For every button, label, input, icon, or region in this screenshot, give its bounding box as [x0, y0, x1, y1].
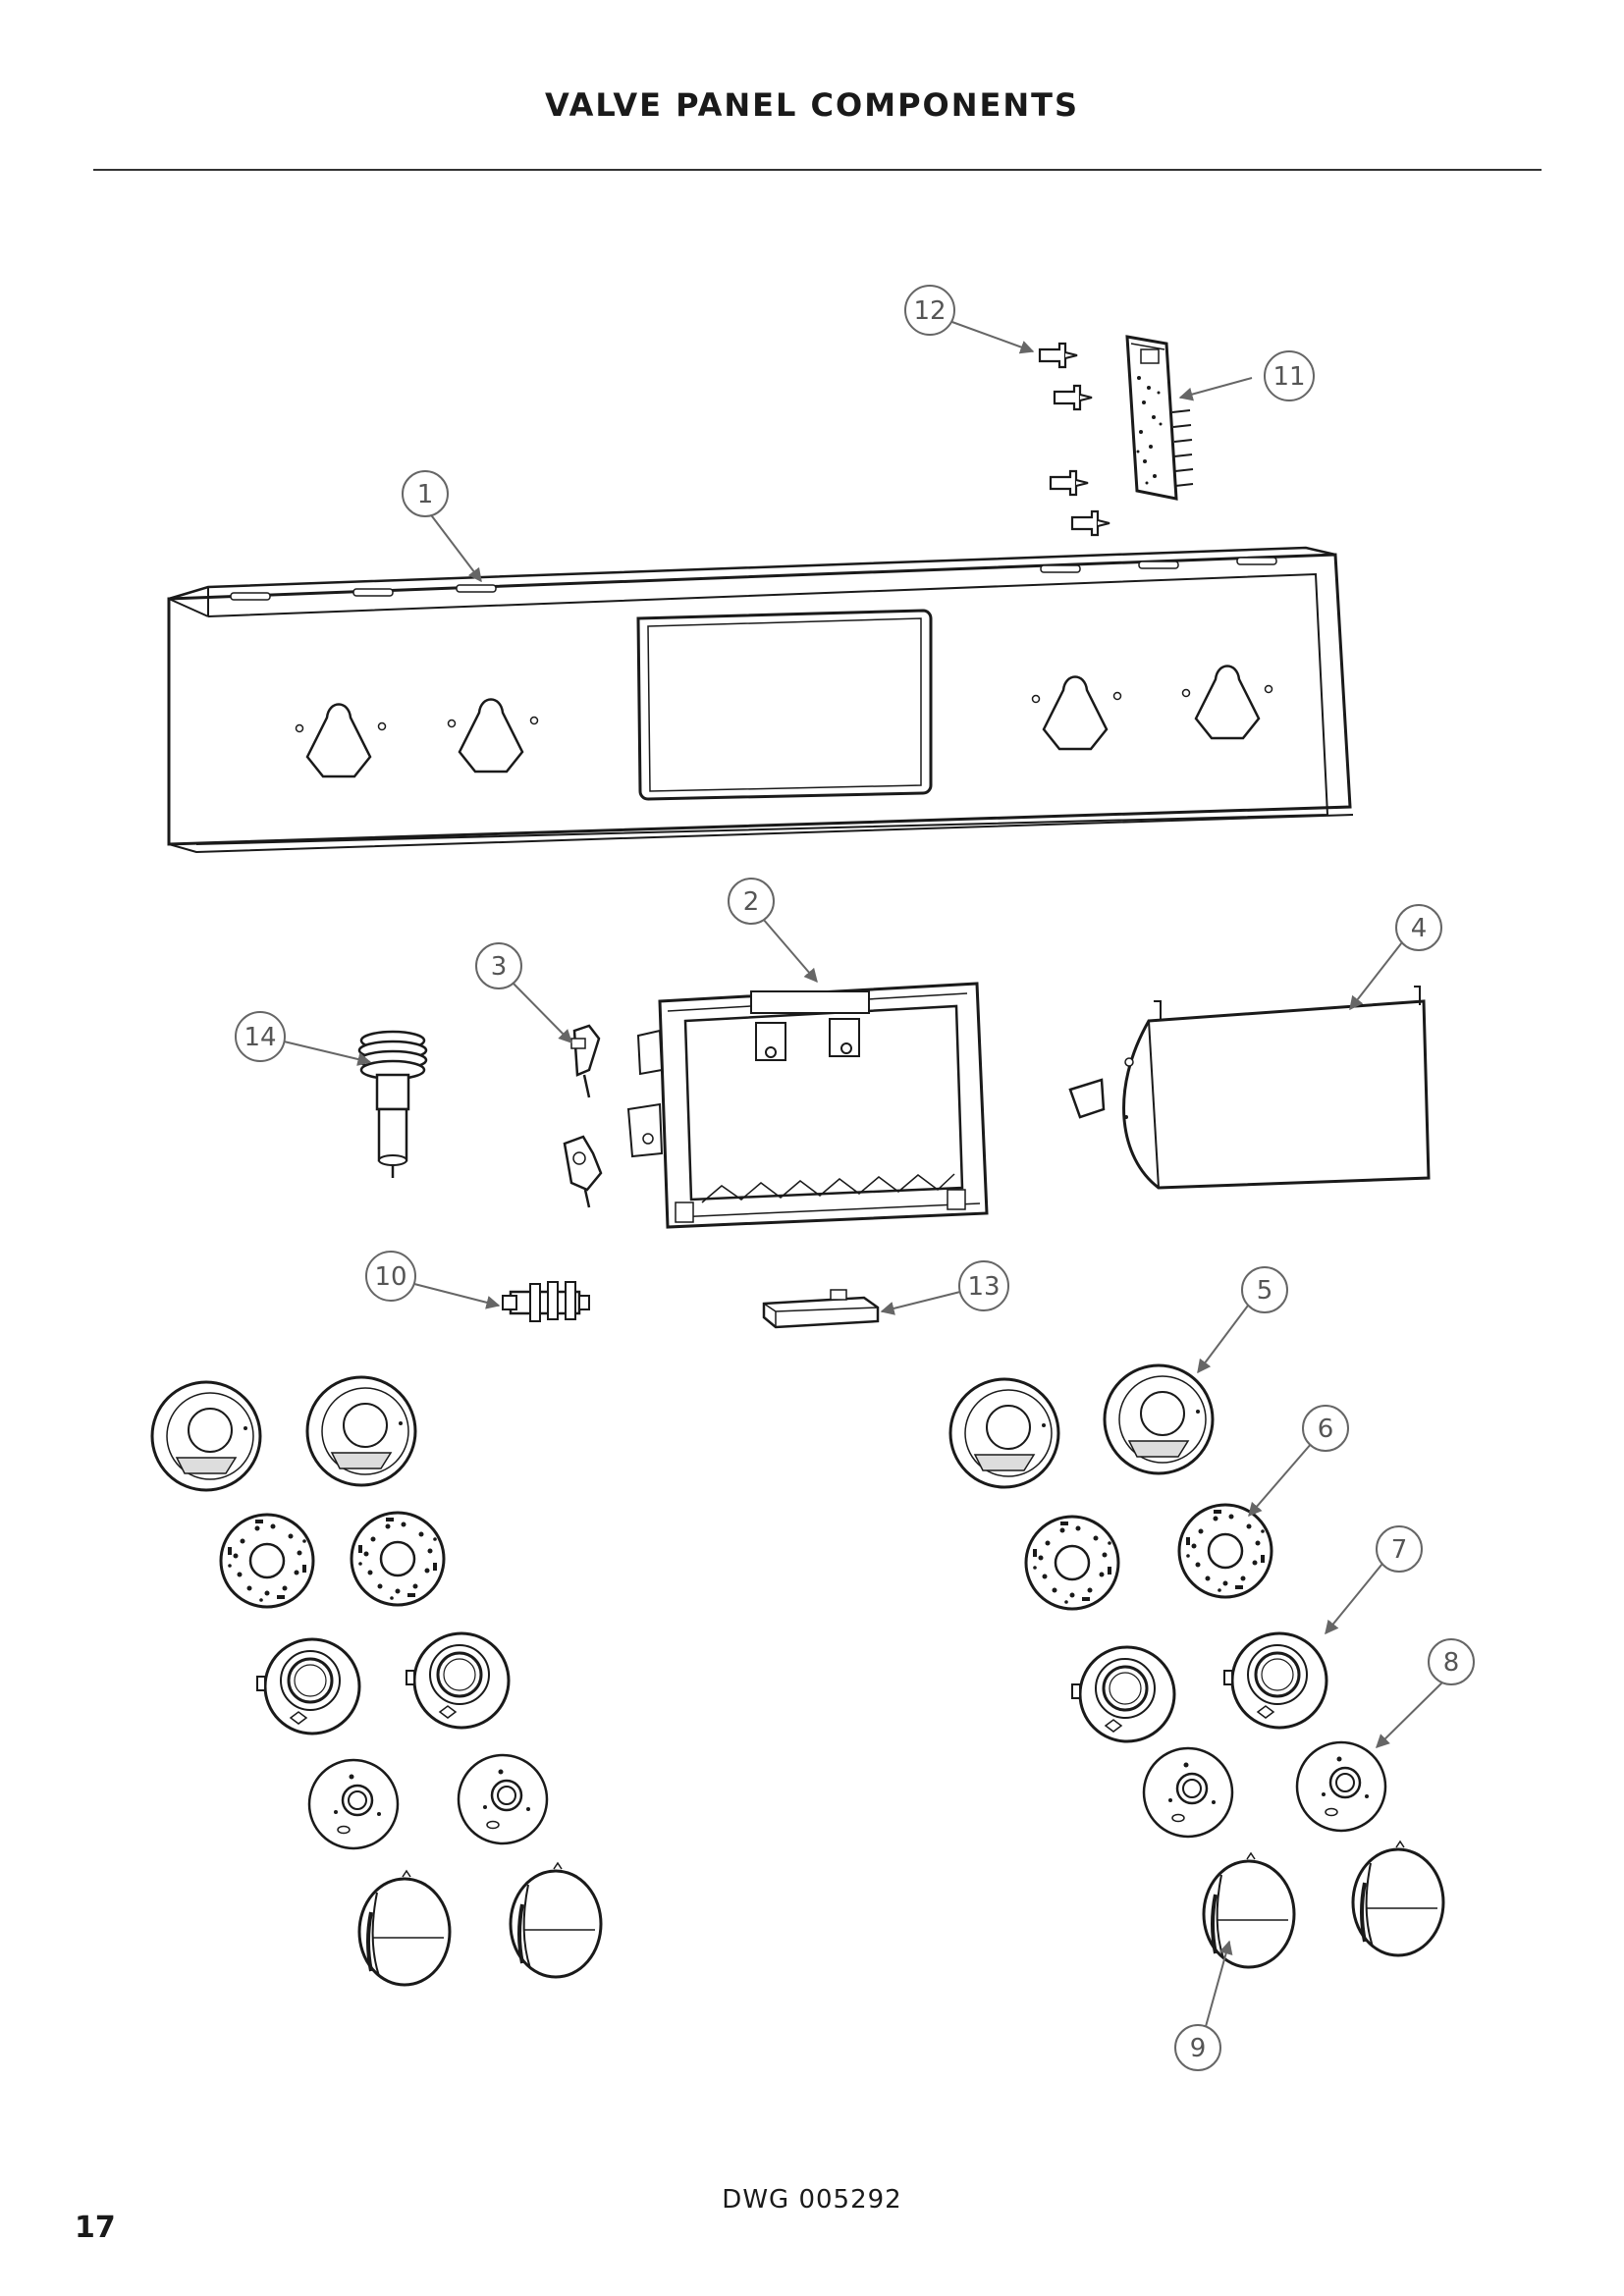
svg-text:9: 9 [1190, 2034, 1207, 2063]
part-6-switch-boards [219, 1503, 1273, 1611]
svg-text:8: 8 [1443, 1648, 1460, 1678]
callout-13: 13 [958, 1260, 1009, 1311]
part-14-valve-stem [357, 1030, 428, 1178]
part-8-backplates [307, 1740, 1387, 1850]
callout-1: 1 [402, 470, 449, 517]
svg-text:7: 7 [1391, 1535, 1408, 1565]
callout-10: 10 [365, 1251, 416, 1302]
part-5-rings [150, 1363, 1215, 1492]
svg-text:1: 1 [417, 480, 434, 509]
part-3-brackets [563, 1024, 603, 1208]
svg-text:12: 12 [913, 296, 946, 326]
callout-leaders [279, 320, 1447, 2031]
callout-2: 2 [728, 878, 775, 925]
svg-text:14: 14 [244, 1023, 276, 1052]
svg-text:6: 6 [1318, 1415, 1334, 1444]
part-12-pcb-standoffs [1038, 342, 1110, 537]
svg-text:2: 2 [743, 887, 760, 917]
drawing-number: DWG 005292 [722, 2185, 902, 2215]
callout-5: 5 [1241, 1266, 1288, 1313]
part-9-knobs [357, 1840, 1445, 1987]
callout-9: 9 [1174, 2024, 1221, 2071]
callout-3: 3 [475, 942, 522, 989]
page-number: 17 [75, 2211, 116, 2245]
svg-text:5: 5 [1257, 1276, 1273, 1306]
svg-text:3: 3 [491, 952, 508, 982]
part-13-module [762, 1289, 880, 1329]
part-4-cover [1068, 986, 1431, 1190]
svg-text:4: 4 [1411, 914, 1428, 943]
part-7-bezels [255, 1631, 1328, 1743]
callout-8: 8 [1428, 1638, 1475, 1685]
svg-text:11: 11 [1272, 362, 1305, 392]
title-divider [93, 169, 1542, 171]
svg-text:13: 13 [967, 1272, 1000, 1302]
callout-12: 12 [904, 285, 955, 336]
page-title: VALVE PANEL COMPONENTS [544, 86, 1080, 124]
callout-6: 6 [1302, 1405, 1349, 1452]
part-10-terminal-block [502, 1281, 590, 1322]
callout-circles: 1 2 3 4 5 6 7 8 9 10 11 12 13 14 [235, 285, 1475, 2071]
callout-7: 7 [1376, 1525, 1423, 1573]
svg-text:10: 10 [374, 1262, 406, 1292]
part-1-valve-panel [167, 546, 1354, 854]
callout-11: 11 [1264, 350, 1315, 401]
part-11-circuit-board [1125, 335, 1194, 501]
callout-4: 4 [1395, 904, 1442, 951]
callout-14: 14 [235, 1011, 286, 1062]
part-2-display-frame [626, 982, 989, 1229]
